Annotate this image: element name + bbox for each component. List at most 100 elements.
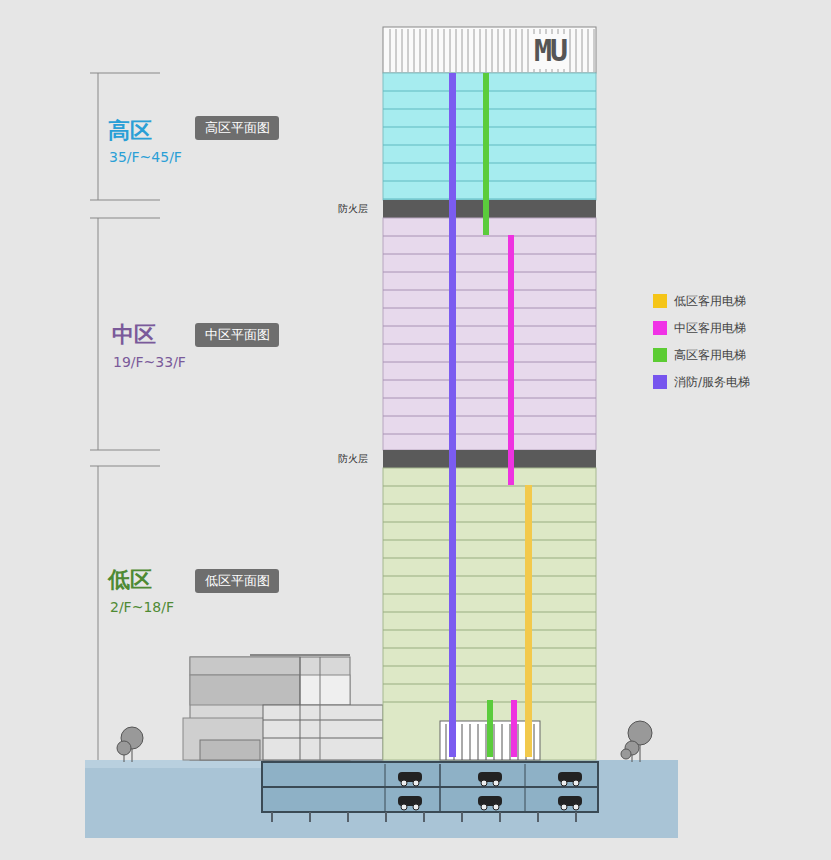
crown-fin (528, 29, 529, 72)
wheel (493, 804, 499, 810)
crown-fin (438, 29, 439, 72)
crown-fin (426, 29, 427, 72)
wheel (493, 780, 499, 786)
floor-line (383, 344, 596, 345)
mid-elevator (511, 700, 517, 757)
floor-line (383, 163, 596, 164)
zone-name: 高区 (108, 118, 152, 143)
crown-fin (504, 29, 505, 72)
high-elevator (483, 73, 489, 235)
lobby-mullion (534, 724, 535, 760)
floor-range: 2/F~18/F (110, 599, 174, 615)
plan-button-text: 低区平面图 (205, 572, 270, 590)
floor-line (383, 540, 596, 541)
mid-elevator (508, 235, 514, 485)
crown-fin (396, 29, 397, 72)
legend-swatch (653, 321, 667, 335)
floor-line (383, 127, 596, 128)
wheel (573, 804, 579, 810)
pile (309, 812, 311, 822)
floor-line (383, 109, 596, 110)
floor-line (383, 576, 596, 577)
crown-fin (498, 29, 499, 72)
wheel (561, 780, 567, 786)
lobby-mullion (446, 724, 447, 760)
crown-fin (588, 29, 589, 72)
low-elevator (525, 485, 532, 757)
floor-line (383, 254, 596, 255)
legend-swatch (653, 348, 667, 362)
plan-button: 中区平面图 (195, 323, 279, 347)
crown-fin (594, 29, 595, 72)
crown-fin (582, 29, 583, 72)
plan-button: 低区平面图 (195, 569, 279, 593)
lobby-mullion (462, 724, 463, 760)
floor-line (383, 666, 596, 667)
crown-fin (414, 29, 415, 72)
podium-building (183, 655, 383, 760)
crown-fin (492, 29, 493, 72)
floor-range: 35/F~45/F (109, 149, 182, 165)
floor-line (383, 398, 596, 399)
floor-line (383, 504, 596, 505)
zone-name: 低区 (108, 567, 152, 592)
pile (347, 812, 349, 822)
high-elevator (487, 700, 493, 757)
zone-bracket (90, 73, 160, 760)
crown-fin (420, 29, 421, 72)
plan-button: 高区平面图 (195, 116, 279, 140)
wheel (413, 780, 419, 786)
basement (262, 762, 598, 812)
floor-line (383, 91, 596, 92)
lobby-mullion (502, 724, 503, 760)
crown-fin (468, 29, 469, 72)
wheel (401, 780, 407, 786)
logo-text: MU (533, 34, 567, 69)
floor-line (383, 308, 596, 309)
pile (575, 812, 577, 822)
floor-line (383, 648, 596, 649)
pile (271, 812, 273, 822)
floor-line (383, 486, 596, 487)
fire-floor-label: 防火层 (338, 203, 368, 215)
floor-line (383, 290, 596, 291)
lobby-mullion (510, 724, 511, 760)
crown-fin (444, 29, 445, 72)
crown-fin (474, 29, 475, 72)
floor-range: 19/F~33/F (113, 354, 186, 370)
wheel (481, 804, 487, 810)
crown (383, 27, 596, 73)
crown-fin (456, 29, 457, 72)
fire-elevator (449, 73, 456, 757)
wheel (561, 804, 567, 810)
crown-fin (516, 29, 517, 72)
floor-line (383, 380, 596, 381)
floor-line (383, 272, 596, 273)
pile (537, 812, 539, 822)
floor-line (383, 416, 596, 417)
floor-line (383, 181, 596, 182)
lobby-mullion (486, 724, 487, 760)
zone-name: 中区 (112, 322, 156, 347)
ground (85, 760, 678, 838)
floor-line (383, 558, 596, 559)
pile (385, 812, 387, 822)
crown-fin (522, 29, 523, 72)
crown-fin (576, 29, 577, 72)
wheel (401, 804, 407, 810)
floor-line (383, 522, 596, 523)
crown-fin (510, 29, 511, 72)
floor-line (383, 684, 596, 685)
legend-text: 中区客用电梯 (674, 320, 746, 337)
floor-line (383, 199, 596, 200)
pile (461, 812, 463, 822)
floor-line (383, 630, 596, 631)
crown-fin (486, 29, 487, 72)
wheel (413, 804, 419, 810)
crown-fin (432, 29, 433, 72)
legend-text: 消防/服务电梯 (674, 374, 750, 391)
wheel (481, 780, 487, 786)
floor-line (383, 612, 596, 613)
floor-line (383, 362, 596, 363)
legend-text: 高区客用电梯 (674, 347, 746, 364)
